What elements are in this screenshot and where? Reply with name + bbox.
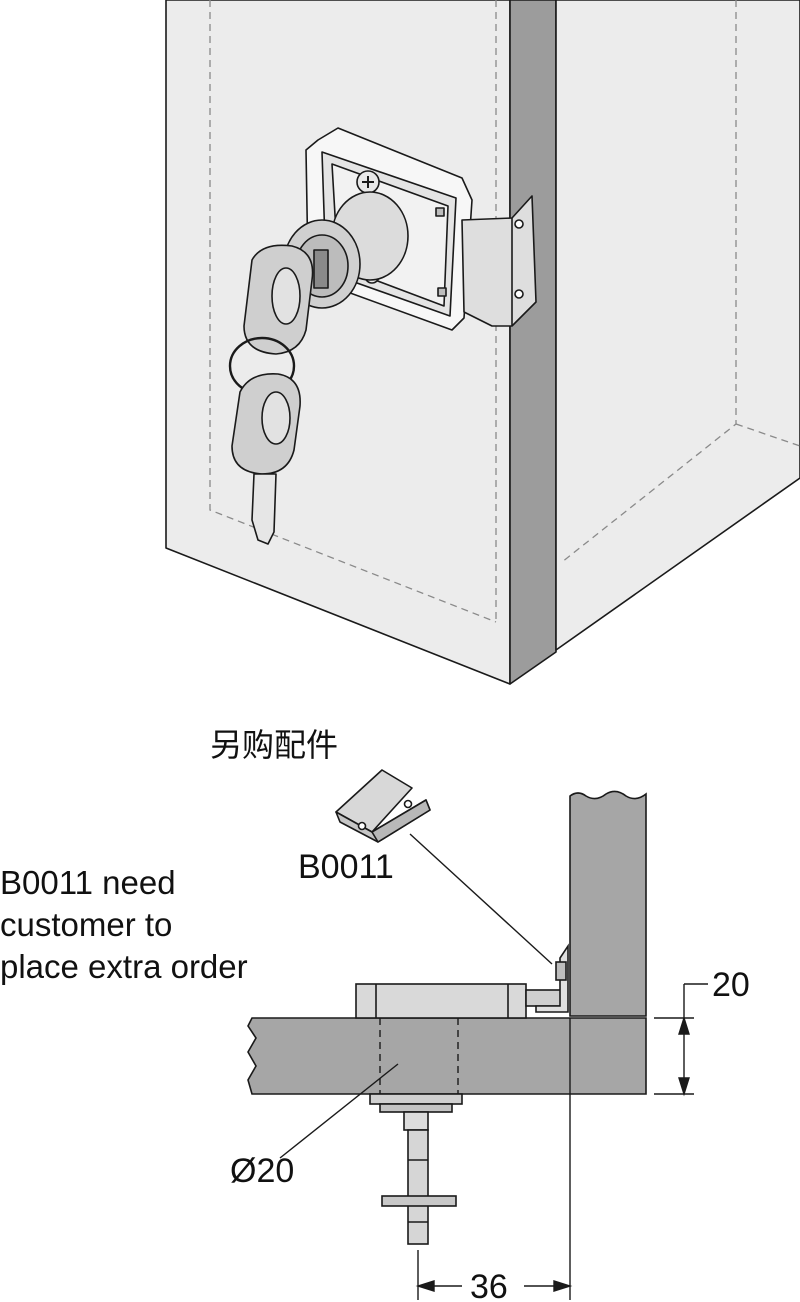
drawer-front-panel <box>165 0 511 685</box>
key-2-blade <box>251 473 277 545</box>
bracket-hole-top <box>514 219 524 229</box>
bracket-hole-bottom <box>514 289 524 299</box>
keyway <box>313 249 329 289</box>
bore-hidden-lines <box>379 1018 459 1094</box>
bore-leader <box>279 1063 399 1159</box>
drawer-board-section <box>247 1017 647 1095</box>
accessory-part-number: B0011 <box>298 848 394 886</box>
bore-diameter-value: Ø20 <box>230 1152 294 1190</box>
side-board-section <box>569 790 647 1017</box>
drawer-edge <box>509 0 557 685</box>
backset-value: 36 <box>470 1268 508 1302</box>
hidden-outlines <box>209 0 800 623</box>
cylinder-and-key-section <box>369 1093 463 1245</box>
note-line-3: place extra order <box>0 948 248 985</box>
accessory-leader <box>409 833 553 965</box>
cabinet-side-panel <box>555 0 800 651</box>
lock-housing-section <box>355 943 569 1019</box>
key-2-grip <box>261 391 291 445</box>
key-1-grip <box>271 267 301 325</box>
slot-top <box>435 207 445 217</box>
accessory-bracket-illustration <box>335 769 431 843</box>
thickness-dimension <box>654 983 708 1097</box>
front-inner-outline <box>209 0 497 623</box>
accessory-heading: 另购配件 <box>210 727 338 763</box>
lock-body <box>283 127 537 331</box>
thickness-value: 20 <box>712 966 750 1004</box>
backset-dimension <box>415 1018 573 1300</box>
note-line-1: B0011 need <box>0 864 176 901</box>
keys <box>228 244 314 545</box>
slot-bottom <box>437 287 447 297</box>
note-line-2: customer to <box>0 906 172 943</box>
